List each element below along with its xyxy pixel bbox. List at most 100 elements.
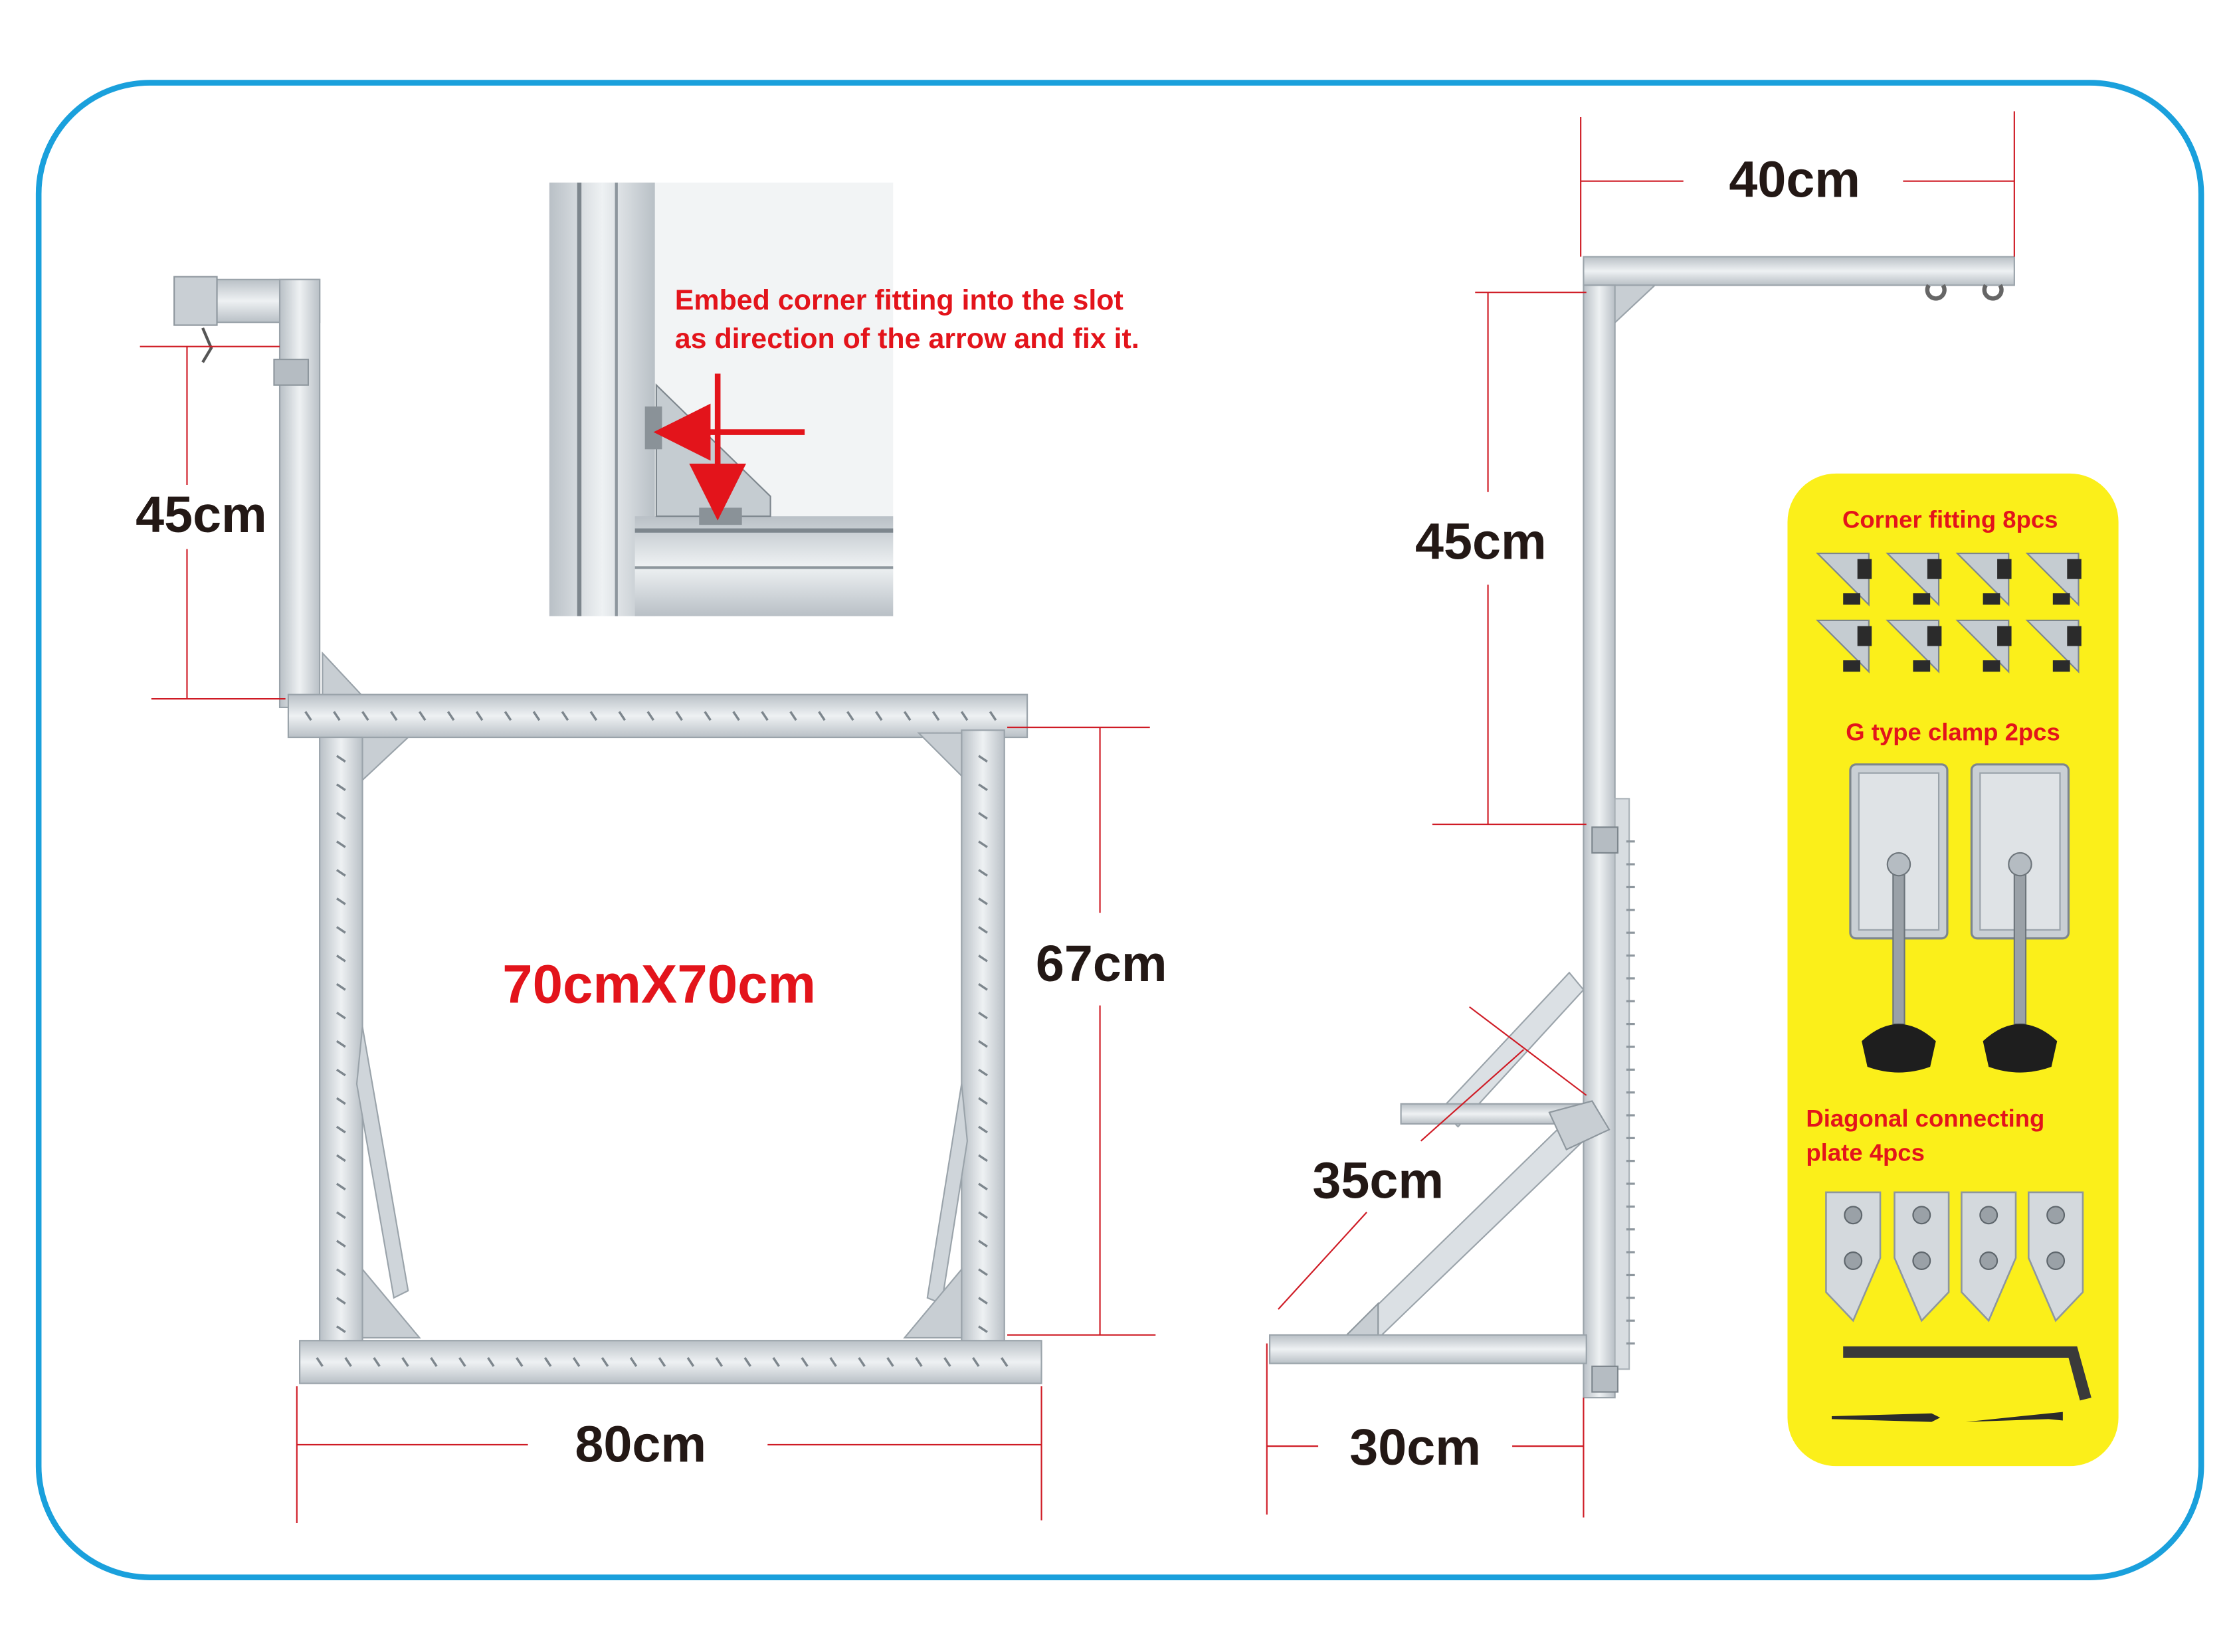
diagonal-plate-icon: [1825, 1191, 1882, 1323]
side-post-ticks: [1626, 840, 1635, 1345]
bar-slot: [989, 711, 997, 721]
post-slot: [336, 1011, 346, 1020]
bar-slot: [316, 1357, 324, 1367]
post-slot: [978, 840, 988, 848]
post-slot: [978, 1182, 988, 1191]
side-top-arm: [1583, 256, 2015, 286]
bar-slot: [504, 711, 512, 721]
post-slot: [978, 1125, 988, 1134]
post-slot: [978, 926, 988, 934]
post-slot: [336, 840, 346, 848]
corner-fitting-icon: [1955, 619, 2012, 674]
plate-title-line1: Diagonal connecting: [1806, 1105, 2044, 1132]
bar-slot: [543, 1357, 552, 1367]
bar-slot: [772, 1357, 780, 1367]
side-base-rail: [1269, 1334, 1587, 1364]
bar-slot: [801, 1357, 809, 1367]
bar-slot: [361, 711, 369, 721]
bar-slot: [629, 1357, 638, 1367]
corner-detail-inset: Embed corner fitting into the slot as di…: [549, 182, 1139, 616]
front-base-width-label: 80cm: [575, 1416, 706, 1473]
detail-instruction-line2: as direction of the arrow and fix it.: [675, 323, 1139, 355]
front-frame-height-dimension: 67cm: [1007, 726, 1167, 1336]
post-slot: [978, 983, 988, 991]
side-base-depth-dimension: 30cm: [1266, 1343, 1585, 1518]
post-slot: [978, 1268, 988, 1276]
bar-slot: [886, 1357, 894, 1367]
bar-slot: [858, 1357, 866, 1367]
post-slot: [336, 926, 346, 934]
front-post-holes: [336, 755, 988, 1333]
bar-slot: [618, 711, 627, 721]
bar-slot: [704, 711, 712, 721]
post-slot: [336, 1068, 346, 1077]
post-slot: [978, 755, 988, 763]
bar-slot: [1001, 1357, 1009, 1367]
diagonal-plate-icon: [2028, 1191, 2084, 1323]
corner-fitting-icon: [1815, 619, 1872, 674]
front-arm-height-dimension: 45cm: [136, 345, 286, 700]
bar-slot: [304, 711, 312, 721]
g-clamp-icon: [1849, 763, 1949, 1073]
bar-slot: [344, 1357, 352, 1367]
bar-slot: [561, 711, 569, 721]
side-brace-length-dimension: 35cm: [1278, 1006, 1587, 1310]
bar-slot: [846, 711, 854, 721]
post-slot: [978, 1297, 988, 1305]
clamp-title: G type clamp 2pcs: [1846, 718, 2060, 745]
bar-slot: [818, 711, 826, 721]
post-slot: [978, 1154, 988, 1162]
side-brace-length-label: 35cm: [1312, 1152, 1444, 1210]
front-top-bar: [287, 693, 1028, 739]
post-slot: [336, 783, 346, 791]
side-view: 40cm 45cm 35cm 30cm: [1266, 111, 2015, 1518]
post-slot: [336, 869, 346, 877]
post-slot: [978, 1011, 988, 1020]
bar-slot: [419, 711, 427, 721]
side-arm-height-label: 45cm: [1415, 513, 1547, 571]
post-slot: [336, 812, 346, 820]
bar-slot: [761, 711, 769, 721]
bar-slot: [658, 1357, 666, 1367]
front-corner-plate-left: [361, 736, 410, 782]
bar-slot: [686, 1357, 695, 1367]
bar-slot: [972, 1357, 980, 1367]
front-base-width-dimension: 80cm: [296, 1386, 1042, 1524]
bar-slot: [715, 1357, 724, 1367]
bar-slot: [943, 1357, 951, 1367]
side-base-depth-label: 30cm: [1349, 1419, 1481, 1476]
plate-title-line2: plate 4pcs: [1806, 1139, 1925, 1166]
front-frame-height-label: 67cm: [1036, 935, 1167, 992]
bar-slot: [458, 1357, 466, 1367]
diagonal-plate-icon: [1894, 1191, 1950, 1323]
bar-slot: [430, 1357, 438, 1367]
post-slot: [336, 1097, 346, 1105]
bar-slot: [743, 1357, 751, 1367]
corner-fitting-icon: [1815, 552, 1872, 606]
bar-slot: [401, 1357, 409, 1367]
post-slot: [978, 783, 988, 791]
front-top-bar-holes: [304, 711, 997, 721]
post-slot: [336, 897, 346, 905]
post-slot: [336, 983, 346, 991]
bar-slot: [446, 711, 455, 721]
post-slot: [978, 1325, 988, 1333]
post-slot: [336, 1040, 346, 1048]
bar-slot: [373, 1357, 381, 1367]
post-slot: [978, 812, 988, 820]
front-right-post: [961, 729, 1005, 1344]
bar-slot: [875, 711, 883, 721]
post-slot: [978, 1097, 988, 1105]
detail-instruction-line1: Embed corner fitting into the slot: [675, 284, 1123, 316]
post-slot: [978, 1211, 988, 1220]
side-arm-length-label: 40cm: [1729, 151, 1860, 208]
parts-panel: Corner fitting 8pcs G type clamp 2pcs Di…: [1787, 473, 2119, 1467]
bar-slot: [829, 1357, 837, 1367]
post-slot: [336, 1154, 346, 1162]
bar-slot: [915, 1357, 923, 1367]
bar-slot: [516, 1357, 524, 1367]
outer-border: [35, 80, 2204, 1580]
corner-fitting-icon: [1886, 552, 1942, 606]
bar-slot: [646, 711, 654, 721]
